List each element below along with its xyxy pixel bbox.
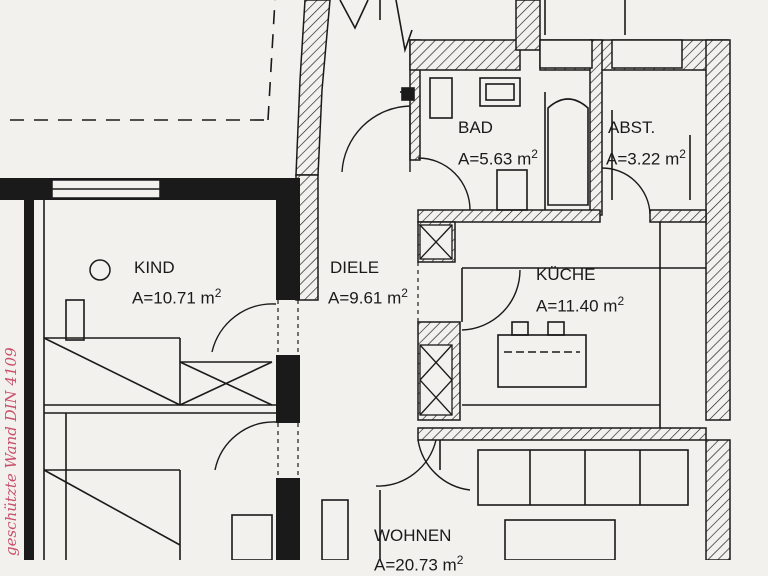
- door-swings: [211, 105, 651, 491]
- room-abst-name: ABST.: [608, 118, 656, 137]
- room-abst-area: A=3.22 m2: [606, 147, 686, 169]
- handwritten-note: geschützte Wand DIN 4109: [2, 347, 20, 556]
- door-openings: [277, 262, 419, 478]
- room-diele-area: A=9.61 m2: [328, 286, 408, 308]
- black-walls: [0, 178, 300, 560]
- room-kind-area: A=10.71 m2: [132, 286, 222, 308]
- room-diele-name: DIELE: [330, 258, 380, 277]
- floor-plan-drawing: [0, 0, 731, 560]
- room-bad-area: A=5.63 m2: [458, 147, 538, 169]
- room-bad-name: BAD: [458, 118, 493, 137]
- shafts: [419, 224, 453, 416]
- thin-lines: [43, 0, 706, 560]
- room-wohnen-area: A=20.73 m2: [374, 553, 464, 575]
- room-wohnen-name: WOHNEN: [374, 526, 452, 545]
- room-kueche-area: A=11.40 m2: [536, 294, 625, 316]
- lamp-symbol: [89, 259, 111, 281]
- room-kind-name: KIND: [134, 258, 175, 277]
- dashed-outline: [10, 0, 276, 121]
- window: [51, 39, 683, 199]
- room-kueche-name: KÜCHE: [536, 265, 596, 284]
